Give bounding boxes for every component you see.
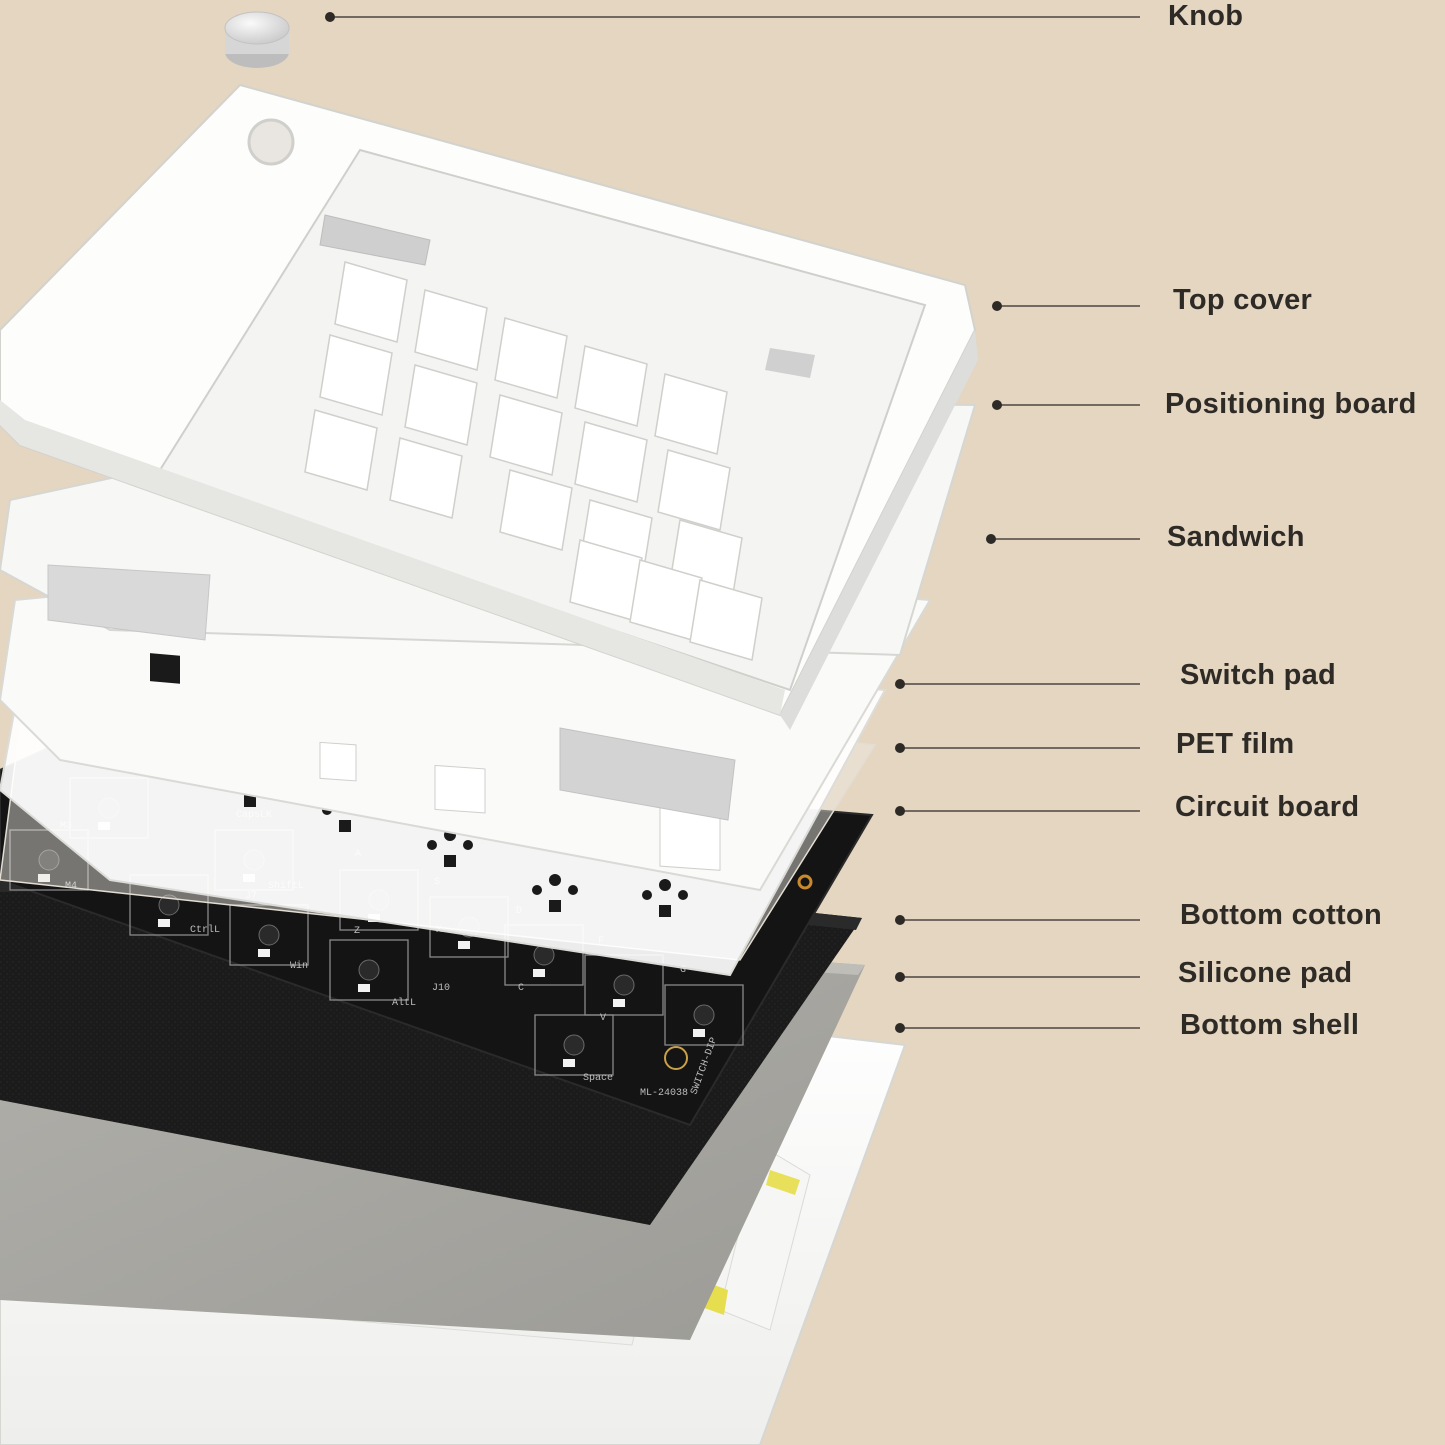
knob-hole: [247, 118, 295, 166]
top-cover-part: [0, 83, 978, 730]
plate-switch-hole: [334, 261, 408, 343]
switch-pad-hole: [244, 795, 256, 807]
pcb-socket-center: [358, 959, 380, 981]
label-pet-film: PET film: [1176, 728, 1295, 760]
pcb-silkscreen-text: AltL: [392, 997, 416, 1009]
label-switch-pad: Switch pad: [1180, 659, 1337, 691]
pcb-socket-center: [693, 1004, 715, 1026]
pcb-led: [158, 919, 170, 927]
pcb-led: [38, 874, 50, 882]
pcb-socket-center: [563, 1034, 585, 1056]
pcb-silkscreen-text: CtrlL: [190, 924, 220, 936]
pcb-socket: [534, 1014, 614, 1076]
switch-pad-hole: [444, 855, 456, 867]
plate-switch-hole: [499, 469, 573, 551]
plate-switch-hole: [404, 364, 478, 446]
plate-switch-hole: [654, 373, 728, 455]
pcb-silkscreen-text: Space: [583, 1073, 613, 1084]
pcb-led: [613, 999, 625, 1007]
pcb-silkscreen-text: V: [600, 1013, 606, 1024]
pcb-socket-center: [158, 894, 180, 916]
pcb-dip-switch: [664, 1046, 688, 1070]
label-circuit-board: Circuit board: [1175, 791, 1360, 823]
knob-part: [224, 11, 290, 68]
switch-pad-hole: [549, 874, 561, 886]
pcb-led: [563, 1059, 575, 1067]
switch-pad-hole: [339, 820, 351, 832]
plate-switch-hole: [414, 289, 488, 371]
pcb-socket: [664, 984, 744, 1046]
positioning-plate-holes: [304, 261, 763, 661]
plate-switch-hole: [657, 449, 731, 531]
pcb-led: [358, 984, 370, 992]
pcb-silkscreen-text: M4: [65, 881, 77, 892]
plate-switch-hole: [304, 409, 378, 491]
pcb-led: [533, 969, 545, 977]
plate-switch-hole: [689, 579, 763, 661]
plate-switch-hole: [489, 394, 563, 476]
label-sandwich: Sandwich: [1167, 521, 1305, 553]
switch-pad-hole: [568, 885, 578, 895]
pcb-led: [258, 949, 270, 957]
pcb-led: [693, 1029, 705, 1037]
plate-switch-hole: [319, 334, 393, 416]
plate-switch-hole: [494, 317, 568, 399]
pcb-silkscreen-text: C: [518, 983, 524, 994]
switch-pad-hole: [678, 890, 688, 900]
label-positioning-board: Positioning board: [1165, 388, 1417, 420]
switch-pad-hole: [549, 900, 561, 912]
switch-pad-hole: [659, 905, 671, 917]
label-knob: Knob: [1168, 0, 1244, 32]
pcb-silkscreen-text: Win: [290, 960, 308, 972]
pcb-socket: [329, 939, 409, 1001]
switch-pad-hole: [463, 840, 473, 850]
switch-pad-hole: [427, 840, 437, 850]
pcb-socket-center: [613, 974, 635, 996]
plate-switch-hole: [389, 437, 463, 519]
pcb-socket-center: [258, 924, 280, 946]
pcb-mount-hole: [797, 874, 813, 890]
label-bottom-cotton: Bottom cotton: [1180, 899, 1383, 931]
switch-pad-hole: [659, 879, 671, 891]
pcb-silkscreen-text: J10: [432, 983, 450, 994]
pcb-socket-center: [38, 849, 60, 871]
label-top-cover: Top cover: [1173, 284, 1313, 316]
label-silicone-pad: Silicone pad: [1178, 957, 1353, 989]
pcb-silkscreen-text: Z: [354, 926, 360, 937]
pcb-led: [458, 941, 470, 949]
label-bottom-shell: Bottom shell: [1180, 1009, 1360, 1041]
plate-switch-hole: [574, 421, 648, 503]
pcb-silkscreen-text: G: [680, 965, 686, 976]
pcb-silkscreen-text: ML-24038: [640, 1088, 688, 1099]
plate-switch-hole: [574, 345, 648, 427]
switch-pad-hole: [532, 885, 542, 895]
switch-pad-hole: [642, 890, 652, 900]
